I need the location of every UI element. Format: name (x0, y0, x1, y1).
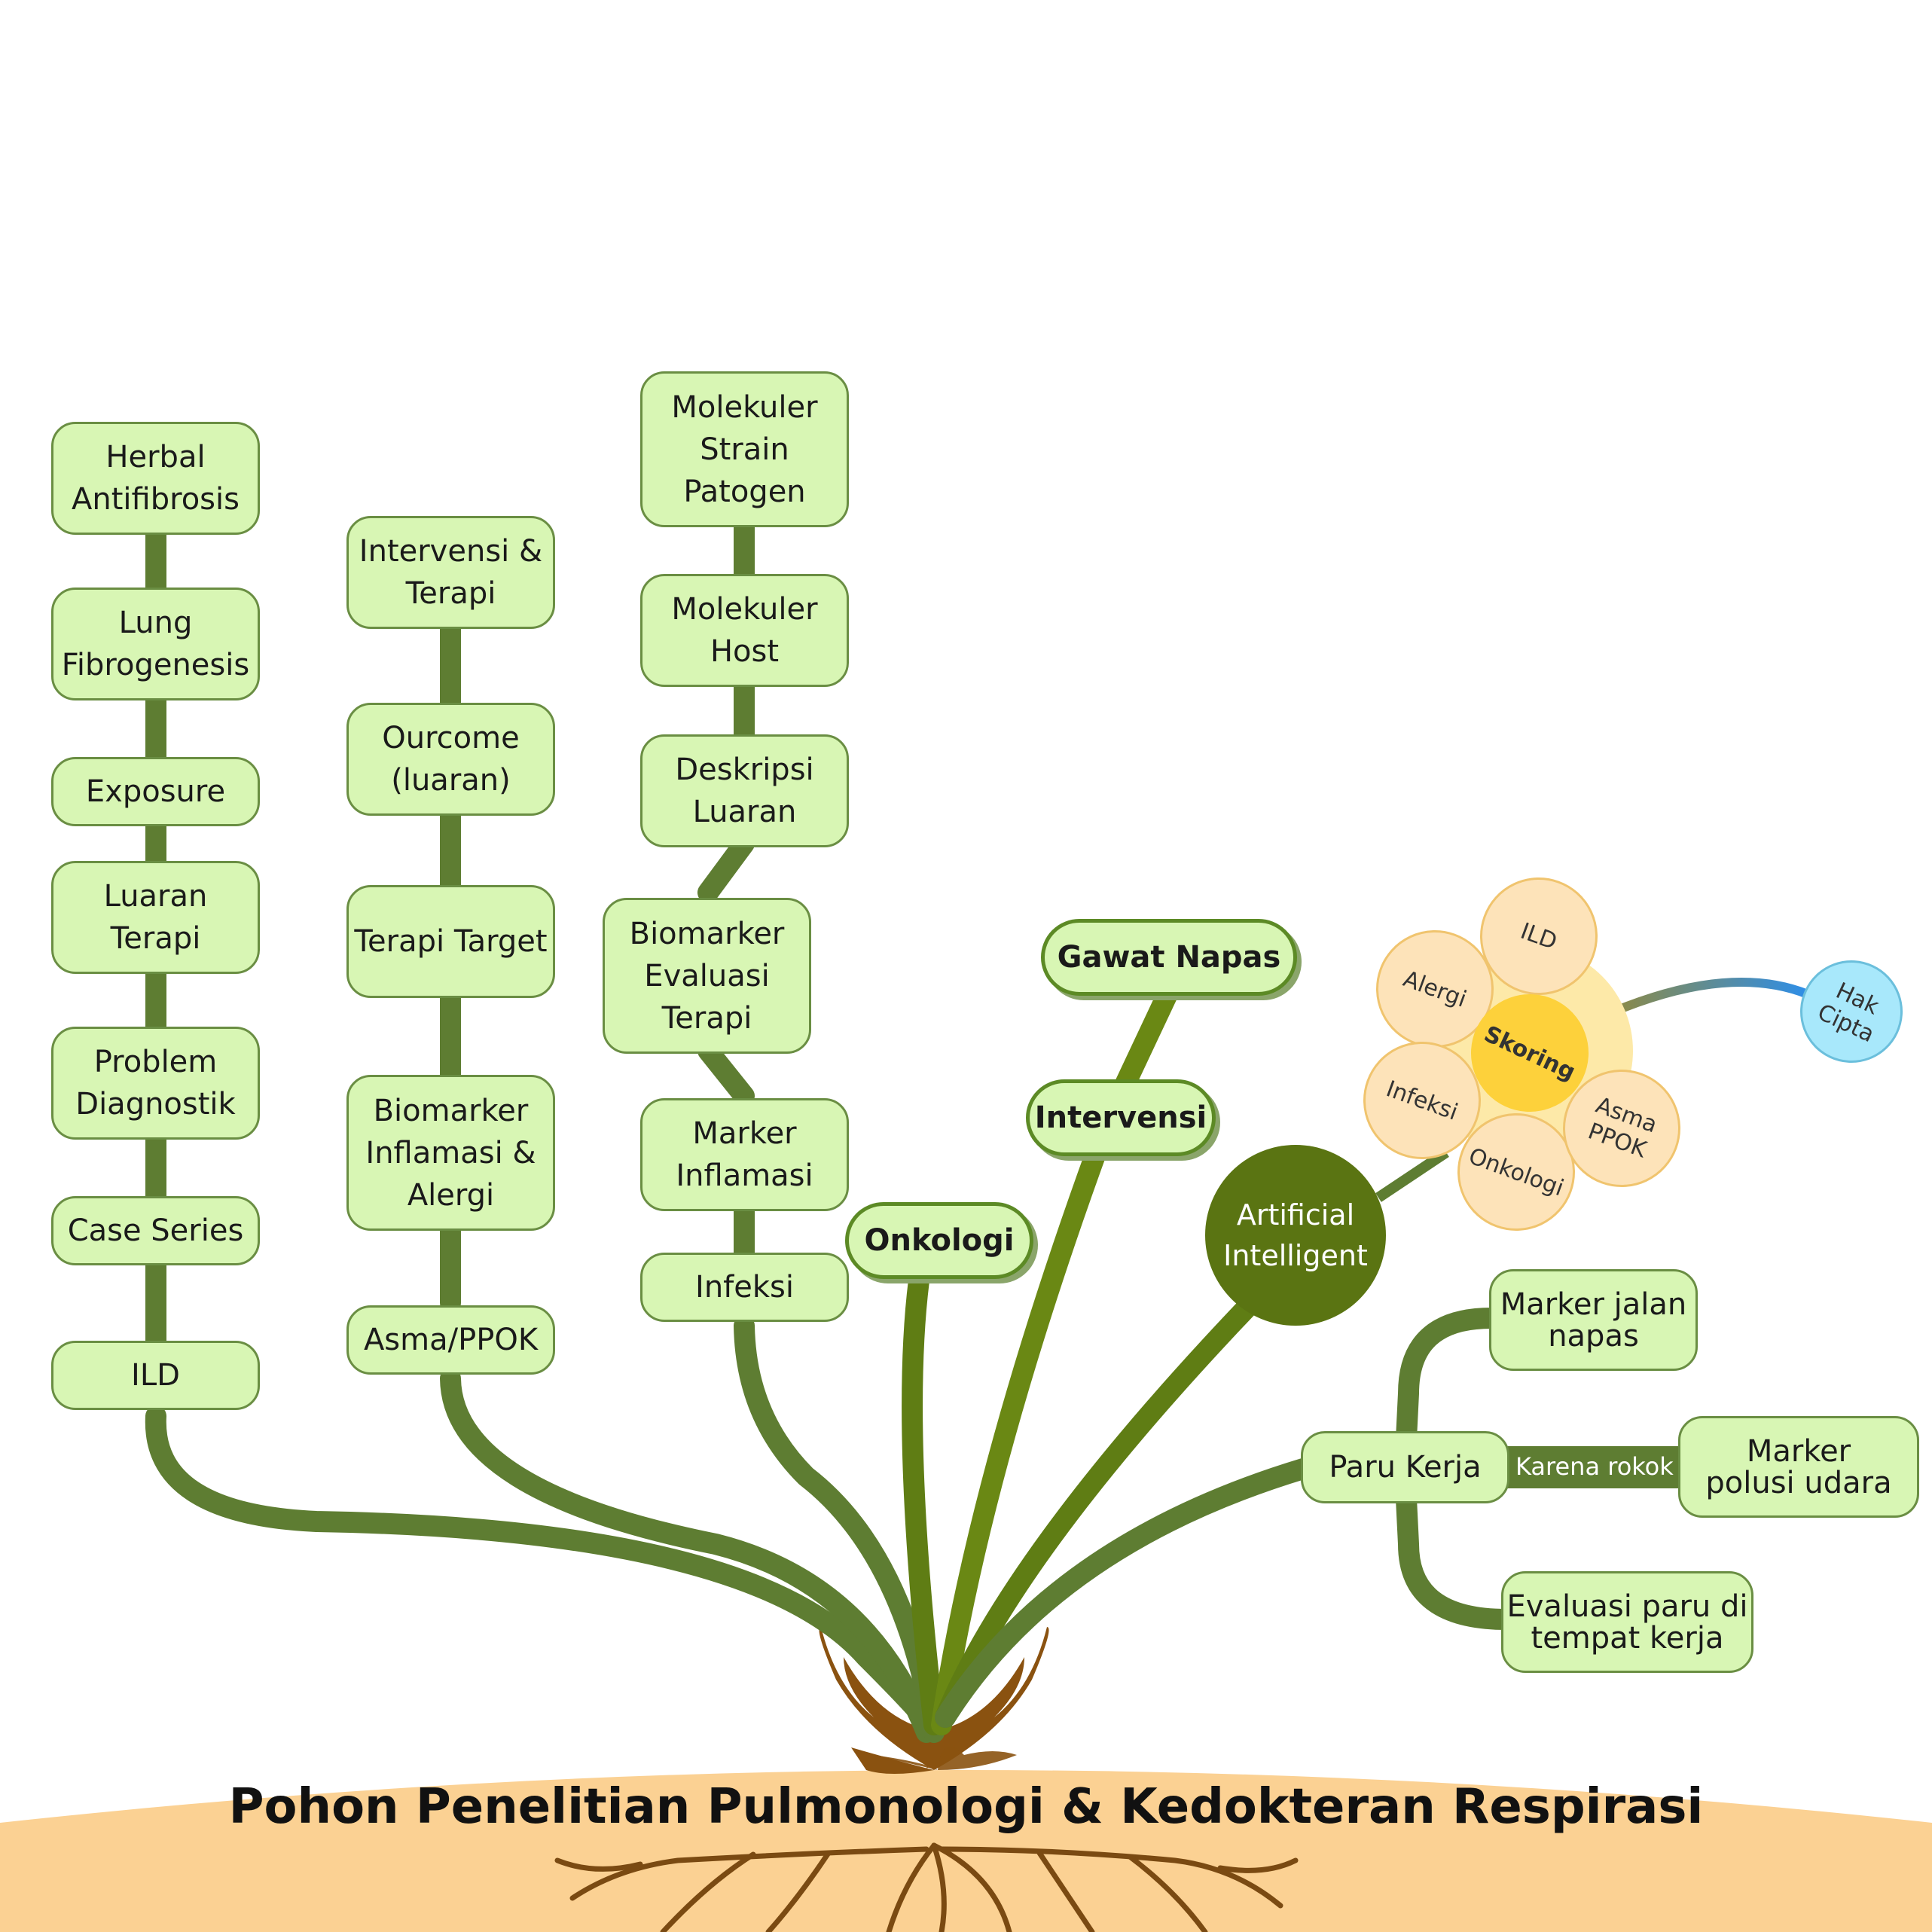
node-intervensi-terapi[interactable]: Intervensi & Terapi (346, 516, 555, 629)
node-exposure[interactable]: Exposure (51, 757, 260, 826)
node-infeksi[interactable]: Infeksi (640, 1253, 849, 1322)
karena-rokok-bar (1499, 1446, 1680, 1488)
node-lung-fibrogenesis[interactable]: Lung Fibrogenesis (51, 588, 260, 700)
node-ourcome-luaran[interactable]: Ourcome (luaran) (346, 703, 555, 816)
roots (554, 1842, 1299, 1932)
node-paru-kerja[interactable]: Paru Kerja (1301, 1431, 1509, 1503)
node-marker-jalan-napas[interactable]: Marker jalan napas (1489, 1269, 1698, 1371)
ai-to-skoring-link (1375, 1148, 1449, 1202)
diagram-title: Pohon Penelitian Pulmonologi & Kedoktera… (228, 1779, 1704, 1835)
skoring-to-hak-cipta-link (1617, 978, 1810, 1014)
node-marker-inflamasi[interactable]: Marker Inflamasi (640, 1098, 849, 1211)
node-asma-ppok[interactable]: Asma/PPOK (346, 1305, 555, 1375)
node-marker-polusi-udara[interactable]: Marker polusi udara (1678, 1416, 1919, 1518)
node-problem-diagnostik[interactable]: Problem Diagnostik (51, 1027, 260, 1140)
node-herbal-antifibrosis[interactable]: Herbal Antifibrosis (51, 422, 260, 535)
node-case-series[interactable]: Case Series (51, 1196, 260, 1265)
node-evaluasi-paru-tempat-kerja[interactable]: Evaluasi paru di tempat kerja (1501, 1571, 1753, 1673)
node-terapi-target[interactable]: Terapi Target (346, 885, 555, 998)
hands-icon (819, 1627, 1049, 1774)
node-biomarker-evaluasi-terapi[interactable]: Biomarker Evaluasi Terapi (603, 898, 811, 1054)
node-ild[interactable]: ILD (51, 1341, 260, 1410)
node-biomarker-inflamasi-alergi[interactable]: Biomarker Inflamasi & Alergi (346, 1075, 555, 1231)
node-onkologi[interactable]: Onkologi (845, 1202, 1033, 1279)
node-molekuler-host[interactable]: Molekuler Host (640, 574, 849, 687)
node-molekuler-strain-patogen[interactable]: Molekuler Strain Patogen (640, 371, 849, 527)
node-artificial-intelligent[interactable]: Artificial Intelligent (1205, 1145, 1386, 1326)
label-karena-rokok: Karena rokok (1515, 1452, 1674, 1481)
node-intervensi[interactable]: Intervensi (1026, 1079, 1216, 1156)
node-gawat-napas[interactable]: Gawat Napas (1041, 919, 1297, 996)
node-deskripsi-luaran[interactable]: Deskripsi Luaran (640, 734, 849, 847)
node-luaran-terapi[interactable]: Luaran Terapi (51, 861, 260, 974)
